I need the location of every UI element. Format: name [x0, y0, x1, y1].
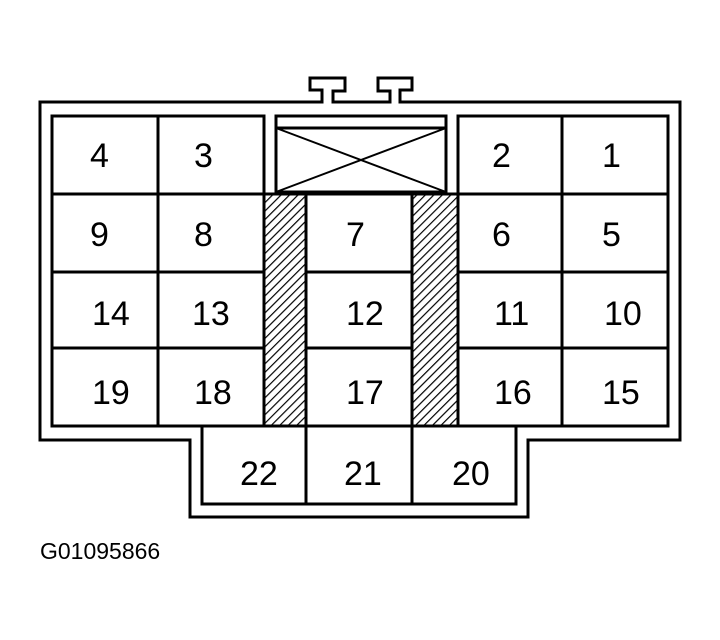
- pin-15: 15: [602, 374, 640, 412]
- pin-22: 22: [240, 455, 278, 493]
- pin-1: 1: [602, 137, 621, 175]
- pin-13: 13: [192, 295, 230, 333]
- pin-6: 6: [492, 216, 511, 254]
- pin-18: 18: [194, 374, 232, 412]
- pin-21: 21: [344, 455, 382, 493]
- pin-17: 17: [346, 374, 384, 412]
- cavity-grid-lines: [52, 116, 668, 504]
- pin-11: 11: [494, 295, 529, 333]
- pin-3: 3: [194, 137, 213, 175]
- pin-5: 5: [602, 216, 621, 254]
- pin-8: 8: [194, 216, 213, 254]
- pin-7: 7: [346, 216, 365, 254]
- pin-20: 20: [452, 455, 490, 493]
- hatched-separator-right: [410, 192, 460, 428]
- pin-16: 16: [494, 374, 532, 412]
- figure-id-caption: G01095866: [40, 538, 161, 564]
- blocked-cavity: [274, 114, 448, 194]
- pin-2: 2: [492, 137, 511, 175]
- pin-labels: 4 3 2 1 9 8 7 6 5 14 13 12 11 10 19 18 1…: [90, 137, 642, 493]
- pin-9: 9: [90, 216, 109, 254]
- pin-14: 14: [92, 295, 130, 333]
- pin-19: 19: [92, 374, 130, 412]
- hatched-separator-left: [262, 192, 308, 428]
- connector-housing: [38, 76, 682, 519]
- pin-12: 12: [346, 295, 384, 333]
- pin-10: 10: [604, 295, 642, 333]
- bottom-cavity-block: [200, 424, 518, 506]
- pin-4: 4: [90, 137, 109, 175]
